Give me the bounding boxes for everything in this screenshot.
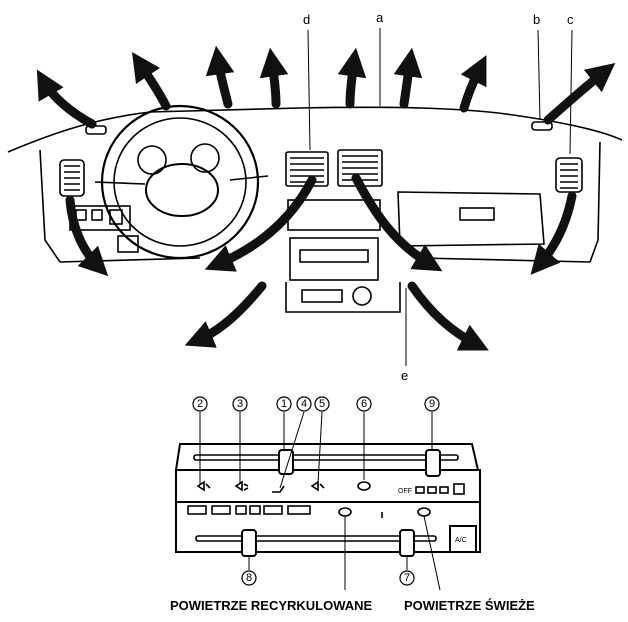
airflow-arrow bbox=[132, 52, 171, 111]
off-label: OFF bbox=[398, 488, 412, 495]
caption-recirculated-air: POWIETRZE RECYRKULOWANE bbox=[170, 598, 373, 613]
label-e: e bbox=[401, 368, 408, 383]
face-mode-icon bbox=[196, 480, 211, 492]
callout-6: 6 bbox=[361, 398, 367, 410]
radio-unit bbox=[289, 237, 379, 281]
foot-mode-icon bbox=[272, 485, 285, 493]
dashboard-top-outline bbox=[7, 106, 623, 153]
fan-slider-knob[interactable] bbox=[425, 449, 441, 477]
glovebox bbox=[397, 191, 545, 247]
callout-2: 2 bbox=[197, 398, 203, 410]
right-defrost-vent bbox=[531, 121, 553, 131]
label-c: c bbox=[567, 12, 574, 27]
callout-3: 3 bbox=[237, 398, 243, 410]
label-a: a bbox=[376, 10, 384, 25]
callout-8: 8 bbox=[246, 572, 252, 584]
airflow-arrow bbox=[543, 63, 616, 125]
console-lower bbox=[285, 282, 401, 313]
steering-wheel-inner bbox=[113, 117, 247, 247]
steering-hub bbox=[145, 163, 219, 217]
callout-7: 7 bbox=[404, 572, 410, 584]
airflow-arrow bbox=[259, 47, 289, 109]
bilevel-mode-icon bbox=[234, 480, 249, 492]
airflow-arrow bbox=[351, 173, 443, 272]
tachometer-gauge bbox=[190, 143, 220, 173]
airflow-arrow bbox=[204, 175, 317, 272]
airflow-arrow bbox=[205, 45, 235, 109]
mode-slider-knob[interactable] bbox=[278, 449, 294, 475]
airflow-arrow bbox=[530, 191, 577, 275]
airflow-arrow bbox=[393, 47, 423, 109]
airflow-arrow bbox=[459, 55, 487, 113]
airflow-arrow bbox=[65, 195, 109, 277]
glovebox-handle bbox=[459, 207, 495, 221]
ac-button[interactable] bbox=[449, 525, 477, 553]
panel-lower-face bbox=[175, 501, 481, 553]
panel-lower-slot bbox=[195, 535, 437, 542]
airflow-arrow bbox=[184, 281, 267, 348]
air-intake-slider-knob[interactable] bbox=[399, 529, 415, 557]
recirculation-icon bbox=[338, 507, 352, 517]
airflow-arrow bbox=[407, 281, 489, 351]
callout-leader bbox=[423, 515, 441, 591]
defrost-mode-icon bbox=[357, 481, 371, 491]
leader-b bbox=[537, 29, 541, 121]
speedometer-gauge bbox=[137, 145, 167, 175]
dashboard-front-outline bbox=[39, 141, 601, 263]
airflow-arrow bbox=[36, 69, 97, 129]
airflow-arrow bbox=[337, 47, 367, 109]
panel-upper-slot bbox=[193, 454, 459, 461]
turn-signal-stalk bbox=[94, 175, 269, 185]
callout-4: 4 bbox=[301, 398, 307, 410]
ac-button-label: A/C bbox=[455, 537, 467, 544]
caption-fresh-air: POWIETRZE ŚWIEŻE bbox=[404, 598, 535, 613]
callout-leader bbox=[317, 411, 323, 485]
label-d: d bbox=[303, 12, 310, 27]
foot-defrost-mode-icon bbox=[310, 480, 325, 492]
callout-leader bbox=[279, 411, 305, 489]
leader-d bbox=[307, 29, 311, 151]
dashboard-illustration bbox=[7, 28, 623, 366]
callout-5: 5 bbox=[319, 398, 325, 410]
airflow-arrows bbox=[36, 45, 616, 351]
leader-c bbox=[569, 29, 573, 155]
callout-9: 9 bbox=[429, 398, 435, 410]
fresh-air-icon bbox=[417, 507, 431, 517]
temperature-slider-knob[interactable] bbox=[241, 529, 257, 557]
callout-1: 1 bbox=[281, 398, 287, 410]
steering-wheel bbox=[100, 104, 260, 260]
climate-control-panel bbox=[174, 396, 481, 591]
label-b: b bbox=[533, 12, 540, 27]
right-side-vent bbox=[555, 157, 583, 193]
